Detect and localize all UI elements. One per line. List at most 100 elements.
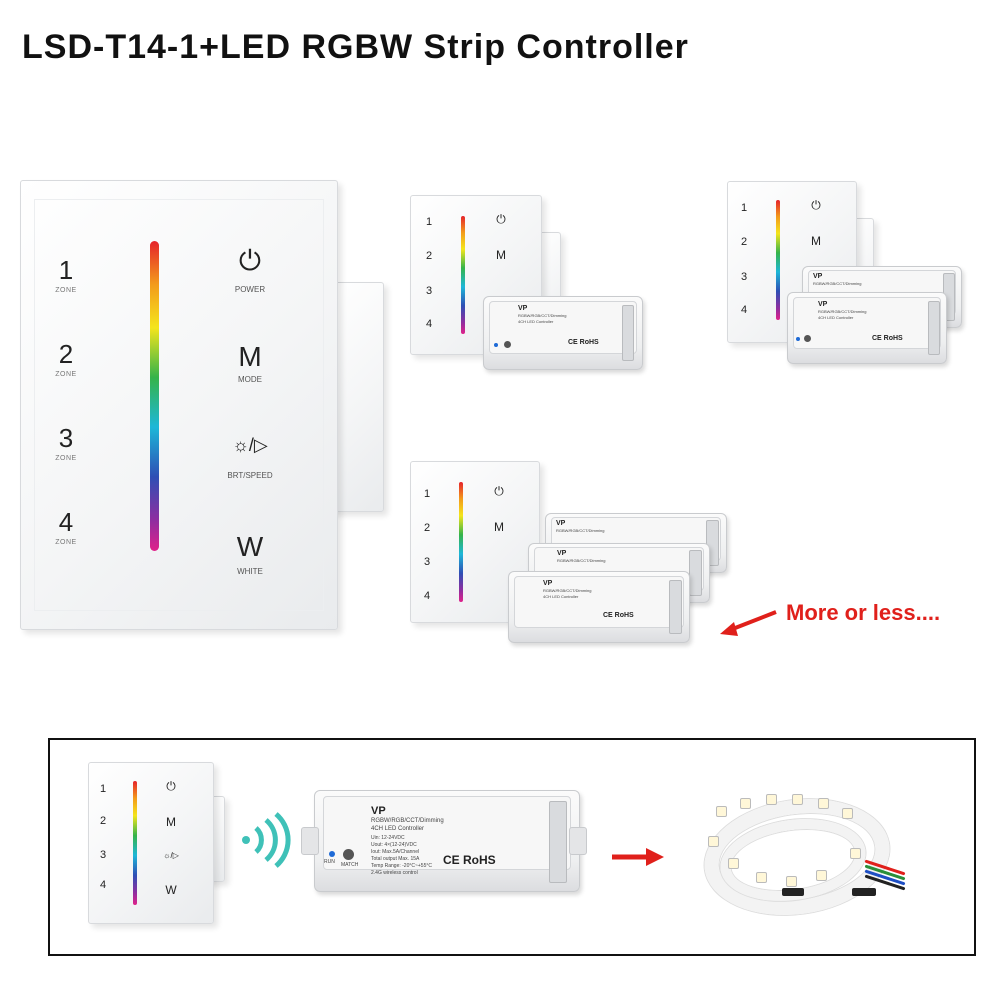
- zone-3-number[interactable]: 3: [58, 423, 74, 453]
- color-touch-rail: [461, 216, 465, 334]
- zone-2-number: 2: [423, 522, 431, 534]
- controller-cert: CE RoHS: [603, 612, 634, 619]
- zone-1-number: 1: [740, 202, 748, 214]
- controller-label-area: [322, 796, 572, 870]
- workflow-controller: VP RGBW/RGB/CCT/Dimming 4CH LED Controll…: [301, 790, 587, 892]
- zone-3-number: 3: [740, 271, 748, 283]
- controller-subtitle: 4CH LED Controller: [818, 315, 854, 320]
- zone-1-number: 1: [425, 216, 433, 228]
- strip-connector: [852, 888, 876, 896]
- power-icon: ⏻: [166, 779, 176, 793]
- zone-2-number: 2: [740, 236, 748, 248]
- spec-iout: Iout: Max.5A/Channel: [371, 849, 420, 855]
- wireless-signal-icon: [242, 812, 291, 868]
- controller-cert: CE RoHS: [872, 335, 903, 342]
- controller-label-area: [792, 296, 942, 349]
- controller-unit: VP RGBW/RGB/CCT/Dimming 4CH LED Controll…: [508, 571, 690, 643]
- controller-brand: VP: [543, 580, 553, 587]
- brightness-speed-icon[interactable]: ☼/▷: [232, 435, 268, 455]
- match-button[interactable]: [804, 335, 811, 342]
- zone-4-number: 4: [740, 304, 748, 316]
- controller-brand: VP: [556, 520, 566, 527]
- controller-unit: VP RGBW/RGB/CCT/Dimming 4CH LED Controll…: [787, 292, 947, 364]
- zone-3-number: 3: [99, 849, 107, 861]
- zone-4-number: 4: [99, 879, 107, 891]
- led-chip: [766, 794, 777, 805]
- output-terminal-block: [689, 550, 702, 596]
- controller-type: RGBW/RGB/CCT/Dimming: [371, 818, 444, 824]
- controller-cert: CE RoHS: [443, 853, 496, 867]
- zone-1-number[interactable]: 1: [58, 255, 74, 285]
- led-chip: [756, 872, 767, 883]
- white-key[interactable]: W: [236, 531, 264, 562]
- zone-4-number[interactable]: 4: [58, 507, 74, 537]
- spec-uout: Uout: 4×(12-24)VDC: [371, 842, 417, 848]
- brightness-speed-icon: ☼/▷: [163, 851, 179, 860]
- led-chip: [728, 858, 739, 869]
- white-label: WHITE: [237, 567, 263, 576]
- spec-total: Total output Max. 15A: [371, 856, 420, 862]
- output-terminal-block: [622, 305, 634, 361]
- controller-brand: VP: [371, 805, 386, 817]
- mode-key: M: [811, 234, 821, 248]
- zone-4-label: ZONE: [55, 539, 77, 546]
- controller-brand: VP: [818, 301, 828, 308]
- power-icon: ⏻: [496, 212, 506, 226]
- power-label: POWER: [234, 285, 266, 294]
- right-arrow-icon: [612, 848, 664, 866]
- controller-brand: VP: [813, 273, 823, 280]
- mode-key[interactable]: M: [238, 341, 262, 372]
- white-key: W: [165, 883, 177, 897]
- spec-uin: Uin: 12-24VDC: [371, 835, 405, 841]
- led-chip: [816, 870, 827, 881]
- led-chip: [818, 798, 829, 809]
- color-touch-rail: [776, 200, 780, 320]
- controller-label-area: [514, 575, 684, 628]
- mode-key: M: [496, 248, 506, 262]
- zone-2-number[interactable]: 2: [58, 339, 74, 369]
- power-icon: ⏻: [811, 198, 821, 212]
- zone-3-number: 3: [425, 285, 433, 297]
- panel-inner-frame: [33, 198, 325, 612]
- panel-face: 1 ZONE 2 ZONE 3 ZONE 4 ZONE ⏻ POWER M MO…: [20, 180, 338, 630]
- output-terminal-block: [928, 301, 940, 355]
- controller-unit: VP RGBW/RGB/CCT/Dimming 4CH LED Controll…: [483, 296, 643, 370]
- output-terminal-block: [549, 801, 567, 883]
- led-chip: [740, 798, 751, 809]
- match-label: MATCH: [341, 862, 359, 868]
- led-chip: [842, 808, 853, 819]
- mounting-ear-left: [301, 827, 319, 855]
- color-touch-rail: [459, 482, 463, 602]
- controller-type: RGBW/RGB/CCT/Dimming: [813, 281, 862, 286]
- run-led: [494, 343, 498, 347]
- workflow-box: [48, 738, 976, 956]
- controller-type: RGBW/RGB/CCT/Dimming: [557, 558, 606, 563]
- power-icon[interactable]: ⏻: [238, 245, 262, 276]
- zone-1-label: ZONE: [55, 287, 77, 294]
- more-or-less-note: More or less....: [786, 600, 941, 625]
- zone-2-label: ZONE: [55, 371, 77, 378]
- led-chip: [792, 794, 803, 805]
- match-button[interactable]: [343, 849, 354, 860]
- zone-3-number: 3: [423, 556, 431, 568]
- run-led: [329, 851, 335, 857]
- zone-1-number: 1: [99, 783, 107, 795]
- spec-temp: Temp Range: -20°C~+55°C: [371, 863, 432, 869]
- controller-subtitle: 4CH LED Controller: [371, 826, 425, 832]
- match-button[interactable]: [504, 341, 511, 348]
- mounting-ear-right: [569, 827, 587, 855]
- controller-brand: VP: [557, 550, 567, 557]
- controller-subtitle: 4CH LED Controller: [543, 594, 579, 599]
- power-icon: ⏻: [494, 484, 504, 498]
- zone-2-number: 2: [99, 815, 107, 827]
- mode-key: M: [166, 815, 176, 829]
- color-touch-rail[interactable]: [150, 241, 159, 551]
- led-chip: [708, 836, 719, 847]
- controller-cert: CE RoHS: [568, 339, 599, 346]
- controller-type: RGBW/RGB/CCT/Dimming: [518, 313, 567, 318]
- pointing-arrow-icon: [720, 610, 777, 636]
- workflow-panel-face: 1 2 3 4 ⏻ M ☼/▷ W: [88, 762, 214, 924]
- strip-connector: [782, 888, 804, 896]
- led-chip: [716, 806, 727, 817]
- controller-type: RGBW/RGB/CCT/Dimming: [556, 528, 605, 533]
